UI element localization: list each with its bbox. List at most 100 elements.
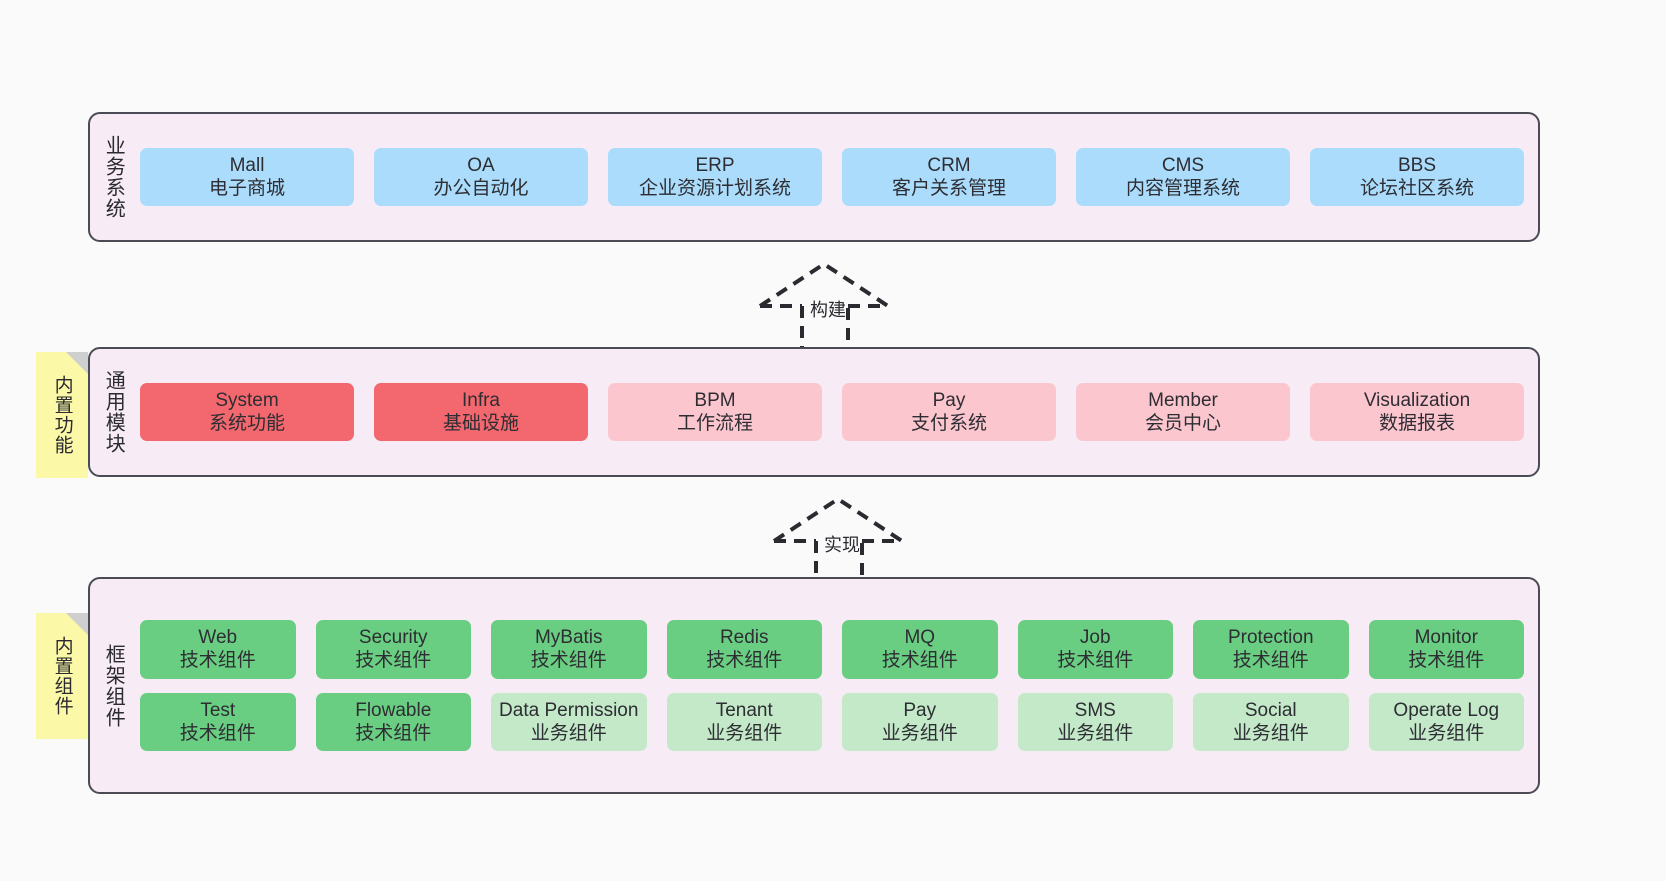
card-title: Pay (932, 389, 966, 411)
card-title: Job (1079, 627, 1111, 649)
card-subtitle: 业务组件 (1408, 722, 1485, 744)
layer-common-module: 通用模块 System 系统功能 Infra 基础设施 BPM 工作流程 Pay… (88, 347, 1540, 477)
layer-body-framework-component: Web 技术组件 Security 技术组件 MyBatis 技术组件 Redi… (136, 579, 1538, 792)
card-title: MQ (904, 627, 936, 649)
card-subtitle: 技术组件 (1408, 650, 1485, 672)
card-title: BPM (694, 389, 736, 411)
card-erp[interactable]: ERP 企业资源计划系统 (608, 147, 822, 207)
card-system[interactable]: System 系统功能 (140, 382, 354, 442)
card-subtitle: 客户关系管理 (891, 178, 1006, 199)
card-title: Infra (461, 389, 501, 411)
card-subtitle: 技术组件 (179, 722, 256, 744)
card-title: OA (467, 154, 495, 176)
card-mybatis[interactable]: MyBatis 技术组件 (491, 620, 647, 679)
note-fold-icon (66, 613, 88, 635)
card-data-permission[interactable]: Data Permission 业务组件 (491, 692, 647, 751)
card-operate-log[interactable]: Operate Log 业务组件 (1368, 692, 1524, 751)
card-pay-business[interactable]: Pay 业务组件 (842, 692, 998, 751)
card-member[interactable]: Member 会员中心 (1076, 382, 1290, 442)
card-subtitle: 电子商城 (208, 178, 285, 199)
card-crm[interactable]: CRM 客户关系管理 (842, 147, 1056, 207)
card-title: BBS (1397, 154, 1437, 176)
layer-framework-component: 框架组件 Web 技术组件 Security 技术组件 MyBatis 技术组件… (88, 577, 1540, 794)
card-title: Test (200, 699, 236, 721)
card-title: Data Permission (499, 699, 639, 721)
card-protection[interactable]: Protection 技术组件 (1193, 620, 1349, 679)
card-subtitle: 业务组件 (530, 722, 607, 744)
card-subtitle: 技术组件 (881, 650, 958, 672)
card-subtitle: 技术组件 (530, 650, 607, 672)
connector-implement: 实现 (766, 493, 926, 587)
card-monitor[interactable]: Monitor 技术组件 (1368, 620, 1524, 679)
card-subtitle: 技术组件 (179, 650, 256, 672)
layer-body-business-system: Mall 电子商城 OA 办公自动化 ERP 企业资源计划系统 CRM 客户关系… (136, 114, 1538, 240)
connector-implement-label: 实现 (824, 535, 860, 555)
card-tenant[interactable]: Tenant 业务组件 (666, 692, 822, 751)
note-fold-icon (66, 352, 88, 374)
layer-body-common-module: System 系统功能 Infra 基础设施 BPM 工作流程 Pay 支付系统… (136, 349, 1538, 475)
layer-title-business-system: 业务系统 (102, 135, 125, 219)
note-label: 内置组件 (51, 636, 73, 716)
card-title: Security (358, 627, 428, 649)
card-title: Visualization (1363, 389, 1471, 411)
card-title: CMS (1161, 154, 1205, 176)
card-subtitle: 论坛社区系统 (1359, 178, 1474, 199)
card-social[interactable]: Social 业务组件 (1193, 692, 1349, 751)
card-title: Redis (719, 627, 769, 649)
card-test[interactable]: Test 技术组件 (140, 692, 296, 751)
layer-title-framework-component: 框架组件 (102, 643, 125, 728)
card-sms[interactable]: SMS 业务组件 (1017, 692, 1173, 751)
card-row: Test 技术组件 Flowable 技术组件 Data Permission … (140, 692, 1524, 751)
card-bbs[interactable]: BBS 论坛社区系统 (1310, 147, 1524, 207)
card-subtitle: 技术组件 (1232, 650, 1309, 672)
card-row: System 系统功能 Infra 基础设施 BPM 工作流程 Pay 支付系统… (140, 382, 1524, 442)
note-label: 内置功能 (51, 375, 73, 455)
card-subtitle: 业务组件 (881, 722, 958, 744)
card-subtitle: 内容管理系统 (1125, 178, 1240, 199)
card-mq[interactable]: MQ 技术组件 (842, 620, 998, 679)
card-title: Pay (903, 699, 937, 721)
card-row: Mall 电子商城 OA 办公自动化 ERP 企业资源计划系统 CRM 客户关系… (140, 147, 1524, 207)
card-title: Tenant (715, 699, 773, 721)
card-mall[interactable]: Mall 电子商城 (140, 147, 354, 207)
card-subtitle: 办公自动化 (433, 178, 529, 199)
dashed-hollow-arrow-icon (758, 261, 890, 352)
card-title: Member (1148, 389, 1218, 411)
card-subtitle: 企业资源计划系统 (638, 178, 791, 199)
card-subtitle: 工作流程 (676, 413, 753, 434)
card-pay[interactable]: Pay 支付系统 (842, 382, 1056, 442)
card-row: Web 技术组件 Security 技术组件 MyBatis 技术组件 Redi… (140, 620, 1524, 679)
card-visualization[interactable]: Visualization 数据报表 (1310, 382, 1524, 442)
card-title: Social (1244, 699, 1297, 721)
card-cms[interactable]: CMS 内容管理系统 (1076, 147, 1290, 207)
card-subtitle: 数据报表 (1378, 413, 1455, 434)
card-title: System (215, 389, 279, 411)
card-title: ERP (695, 154, 735, 176)
layer-business-system: 业务系统 Mall 电子商城 OA 办公自动化 ERP 企业资源计划系统 CRM… (88, 112, 1540, 242)
card-redis[interactable]: Redis 技术组件 (666, 620, 822, 679)
card-subtitle: 技术组件 (355, 722, 432, 744)
card-bpm[interactable]: BPM 工作流程 (608, 382, 822, 442)
note-builtin-feature: 内置功能 (36, 352, 88, 478)
card-title: SMS (1074, 699, 1116, 721)
card-security[interactable]: Security 技术组件 (315, 620, 471, 679)
card-subtitle: 会员中心 (1144, 413, 1221, 434)
card-web[interactable]: Web 技术组件 (140, 620, 296, 679)
card-flowable[interactable]: Flowable 技术组件 (315, 692, 471, 751)
card-infra[interactable]: Infra 基础设施 (374, 382, 588, 442)
card-title: Operate Log (1393, 699, 1500, 721)
card-oa[interactable]: OA 办公自动化 (374, 147, 588, 207)
card-subtitle: 业务组件 (1057, 722, 1134, 744)
card-subtitle: 业务组件 (1232, 722, 1309, 744)
card-subtitle: 业务组件 (706, 722, 783, 744)
card-title: Mall (229, 154, 265, 176)
card-subtitle: 基础设施 (442, 413, 519, 434)
card-job[interactable]: Job 技术组件 (1017, 620, 1173, 679)
connector-build: 构建 (752, 258, 912, 352)
connector-build-label: 构建 (810, 300, 846, 320)
note-builtin-component: 内置组件 (36, 613, 88, 739)
card-title: CRM (927, 154, 971, 176)
card-subtitle: 技术组件 (1057, 650, 1134, 672)
card-subtitle: 技术组件 (355, 650, 432, 672)
